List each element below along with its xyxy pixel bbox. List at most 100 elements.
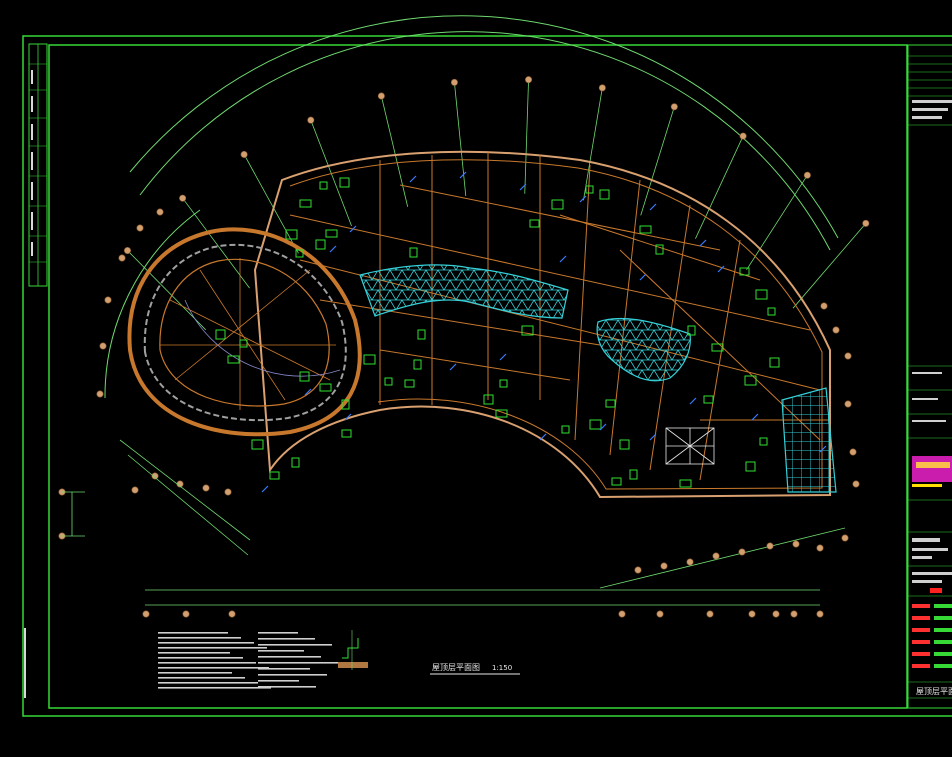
equipment-mark xyxy=(409,247,418,258)
note-line xyxy=(158,677,245,679)
equipment-mark xyxy=(599,189,610,200)
equipment-mark xyxy=(611,477,622,486)
equipment-mark xyxy=(655,244,664,255)
skylight-right xyxy=(596,317,691,382)
equipment-mark xyxy=(679,479,692,488)
axis-bubble xyxy=(240,150,248,158)
equipment-mark xyxy=(769,357,780,368)
equipment-mark xyxy=(744,375,757,386)
note-line xyxy=(158,687,271,689)
axis-bubble xyxy=(844,400,852,408)
radial-axis-line xyxy=(640,106,675,216)
axis-bubble xyxy=(792,540,800,548)
equipment-mark xyxy=(239,339,248,348)
equipment-mark xyxy=(295,249,304,258)
note-line xyxy=(258,656,321,658)
slope-arrow xyxy=(689,397,697,405)
equipment-mark xyxy=(739,267,750,276)
slope-arrow xyxy=(717,265,725,273)
general-notes xyxy=(158,632,338,689)
note-line xyxy=(258,638,315,640)
slope-arrow xyxy=(649,433,657,441)
axis-bubble xyxy=(748,610,756,618)
equipment-mark xyxy=(605,399,616,408)
crescent-building-outline xyxy=(253,150,831,499)
radial-axis-line xyxy=(380,95,409,207)
axis-bubble xyxy=(712,552,720,560)
radial-axis-line xyxy=(746,174,808,271)
note-line xyxy=(258,674,327,676)
slope-arrows xyxy=(261,171,827,493)
slope-arrow xyxy=(599,423,607,431)
equipment-mark xyxy=(551,199,564,210)
note-line xyxy=(258,686,316,688)
axis-bubble xyxy=(816,544,824,552)
equipment-mark xyxy=(639,225,652,234)
axis-bubble xyxy=(99,342,107,350)
axis-bubble xyxy=(450,78,458,86)
equipment-mark xyxy=(227,355,240,364)
equipment-mark xyxy=(521,325,534,336)
note-line xyxy=(258,668,310,670)
axis-bubble xyxy=(123,247,131,255)
left-dimension-lines xyxy=(62,439,251,556)
axis-bubble xyxy=(790,610,798,618)
slope-arrow xyxy=(751,413,759,421)
axis-bubble xyxy=(228,610,236,618)
note-line xyxy=(158,657,243,659)
slope-arrow xyxy=(304,388,312,396)
equipment-mark xyxy=(767,307,776,316)
title-block: 屋顶层平面 xyxy=(907,44,952,709)
equipment-mark xyxy=(269,471,280,480)
axis-bubble xyxy=(803,171,811,179)
equipment-mark xyxy=(745,461,756,472)
equipment-mark xyxy=(417,329,426,340)
equipment-mark xyxy=(315,239,326,250)
axis-bubble xyxy=(841,534,849,542)
axis-bubble xyxy=(849,448,857,456)
equipment-mark xyxy=(319,181,328,190)
slope-arrow xyxy=(579,195,587,203)
axis-bubble xyxy=(598,84,606,92)
note-line xyxy=(158,632,228,634)
dome-atrium xyxy=(127,227,362,437)
note-line xyxy=(258,650,304,652)
skylight-center xyxy=(359,264,569,319)
equipment-mark xyxy=(363,354,376,365)
dimension-arcs xyxy=(104,15,839,399)
equipment-mark xyxy=(711,343,724,352)
equipment-mark xyxy=(483,394,494,405)
equipment-mark xyxy=(404,379,415,388)
note-line xyxy=(258,644,332,646)
axis-bubble xyxy=(772,610,780,618)
equipment-mark xyxy=(687,325,696,336)
equipment-marks xyxy=(215,177,780,488)
slope-arrow xyxy=(349,225,357,233)
equipment-mark xyxy=(499,379,508,388)
axis-bubble xyxy=(156,208,164,216)
axis-bubble xyxy=(656,610,664,618)
slope-arrow xyxy=(649,203,657,211)
equipment-mark xyxy=(285,229,298,240)
slope-arrow xyxy=(639,273,647,281)
slope-arrow xyxy=(499,353,507,361)
note-line xyxy=(258,680,299,682)
note-line xyxy=(158,642,254,644)
slope-arrow xyxy=(409,175,417,183)
radial-axis-line xyxy=(524,79,529,194)
equipment-mark xyxy=(619,439,630,450)
axis-bubbles xyxy=(58,76,870,540)
axis-bubble xyxy=(739,132,747,140)
radial-axis-line xyxy=(127,250,207,331)
axis-bubble xyxy=(179,194,187,202)
note-line xyxy=(158,662,256,664)
slope-arrow xyxy=(344,413,352,421)
equipment-mark xyxy=(529,219,540,228)
equipment-mark xyxy=(589,419,602,430)
equipment-mark xyxy=(319,383,332,392)
equipment-mark xyxy=(299,371,310,382)
left-info-strip xyxy=(24,43,48,698)
slope-arrow xyxy=(559,255,567,263)
radial-axis-line xyxy=(695,135,744,239)
